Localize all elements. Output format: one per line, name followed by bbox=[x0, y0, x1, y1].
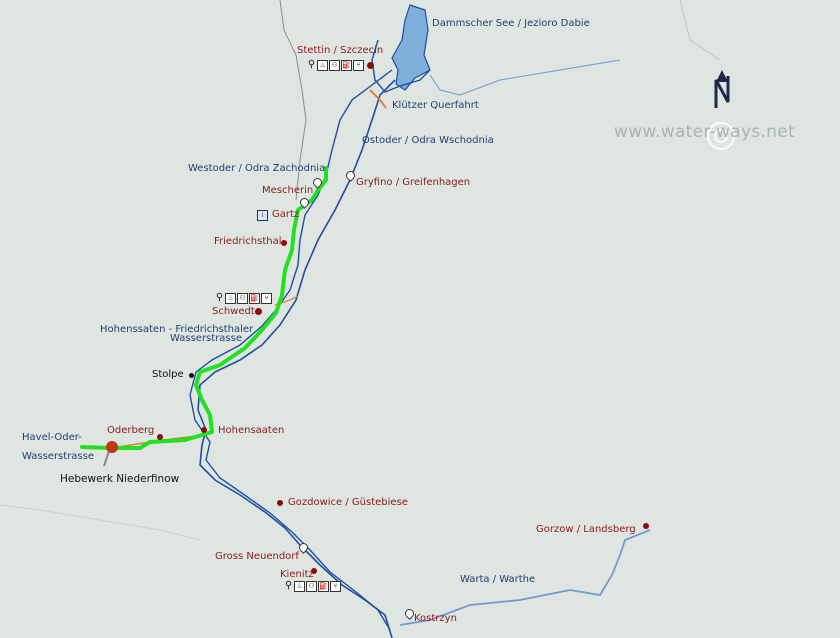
fuel-icon: ⛽ bbox=[249, 293, 260, 304]
place-dot-hohensaaten bbox=[201, 427, 207, 433]
shower-icon: ♨ bbox=[294, 581, 305, 592]
info-icon: i bbox=[257, 210, 268, 221]
harbour-pin-icon: ⚲ bbox=[215, 292, 224, 303]
toilet-icon: ⚇ bbox=[306, 581, 317, 592]
fuel-icon: ⛽ bbox=[318, 581, 329, 592]
label-ostoder: Ostoder / Odra Wschodnia bbox=[362, 135, 494, 146]
harbour-pin-icon: ⚲ bbox=[307, 59, 316, 70]
place-gryfino: Gryfino / Greifenhagen bbox=[356, 177, 471, 188]
label-westoder: Westoder / Odra Zachodnia bbox=[188, 163, 326, 174]
river-warta bbox=[399, 529, 651, 626]
land-outline-southwest bbox=[0, 504, 201, 541]
water-ways-logo-icon bbox=[707, 122, 735, 150]
river-oder-west bbox=[189, 69, 393, 631]
services-gartz: i bbox=[257, 210, 268, 221]
label-havel-oder-line1: Havel-Oder- bbox=[22, 432, 82, 443]
klutzer-querfahrt-canal bbox=[369, 89, 387, 109]
hebewerk-marker bbox=[106, 441, 118, 453]
place-dot-schwedt bbox=[255, 308, 262, 315]
place-dot-stettin bbox=[367, 62, 374, 69]
place-gorzow: Gorzow / Landsberg bbox=[536, 524, 636, 535]
place-kostrzyn: Kostrzyn bbox=[414, 613, 457, 624]
place-oderberg: Oderberg bbox=[107, 425, 155, 436]
shower-icon: ♨ bbox=[225, 293, 236, 304]
restaurant-icon: ⑂ bbox=[330, 581, 341, 592]
lake-dammscher-see bbox=[391, 4, 431, 91]
label-hohenssaten-line2: Wasserstrasse bbox=[170, 333, 243, 344]
place-dot-friedrichsthal bbox=[281, 240, 287, 246]
watermark-text: www.water-ways.net bbox=[614, 122, 795, 142]
label-klutzer-querfahrt: Klützer Querfahrt bbox=[392, 100, 479, 111]
place-mescherin: Mescherin bbox=[262, 185, 314, 196]
place-kienitz: Kienitz bbox=[280, 569, 314, 580]
label-havel-oder-line2: Wasserstrasse bbox=[22, 451, 95, 462]
place-schwedt: Schwedt bbox=[212, 306, 255, 317]
fuel-icon: ⛽ bbox=[341, 60, 352, 71]
border-line-west bbox=[279, 0, 307, 201]
place-gartz: Gartz bbox=[272, 209, 300, 220]
north-arrow-icon bbox=[714, 70, 730, 108]
restaurant-icon: ⑂ bbox=[261, 293, 272, 304]
toilet-icon: ⚇ bbox=[237, 293, 248, 304]
place-dot-gorzow bbox=[643, 523, 649, 529]
place-dot-gozdowice bbox=[277, 500, 283, 506]
restaurant-icon: ⑂ bbox=[353, 60, 364, 71]
toilet-icon: ⚇ bbox=[329, 60, 340, 71]
place-stolpe: Stolpe bbox=[152, 369, 184, 380]
services-schwedt: ⚲ ♨ ⚇ ⛽ ⑂ bbox=[215, 293, 272, 304]
place-hebewerk: Hebewerk Niederfinow bbox=[60, 473, 180, 485]
services-stettin: ⚲ ♨ ⚇ ⛽ ⑂ bbox=[307, 60, 364, 71]
services-kienitz: ⚲ ♨ ⚇ ⛽ ⑂ bbox=[284, 581, 341, 592]
place-dot-oderberg bbox=[157, 434, 163, 440]
place-dot-kienitz bbox=[311, 568, 317, 574]
place-gozdowice: Gozdowice / Güstebiese bbox=[288, 497, 408, 508]
harbour-pin-icon: ⚲ bbox=[284, 580, 293, 591]
shower-icon: ♨ bbox=[317, 60, 328, 71]
label-warta: Warta / Warthe bbox=[460, 574, 536, 585]
label-dammscher-see: Dammscher See / Jezioro Dabie bbox=[432, 18, 590, 29]
label-hohenssaten-line1: Hohenssaten - Friedrichsthaler bbox=[100, 324, 254, 335]
river-branch-northeast bbox=[429, 59, 621, 96]
place-hohensaaten: Hohensaaten bbox=[218, 425, 285, 436]
river-oder-north bbox=[371, 39, 431, 93]
place-gross-neuendorf: Gross Neuendorf bbox=[215, 551, 299, 562]
place-friedrichsthal: Friedrichsthal bbox=[214, 236, 282, 247]
border-line-east bbox=[679, 0, 721, 61]
place-stettin: Stettin / Szczecin bbox=[297, 45, 384, 56]
place-dot-stolpe bbox=[189, 373, 194, 378]
